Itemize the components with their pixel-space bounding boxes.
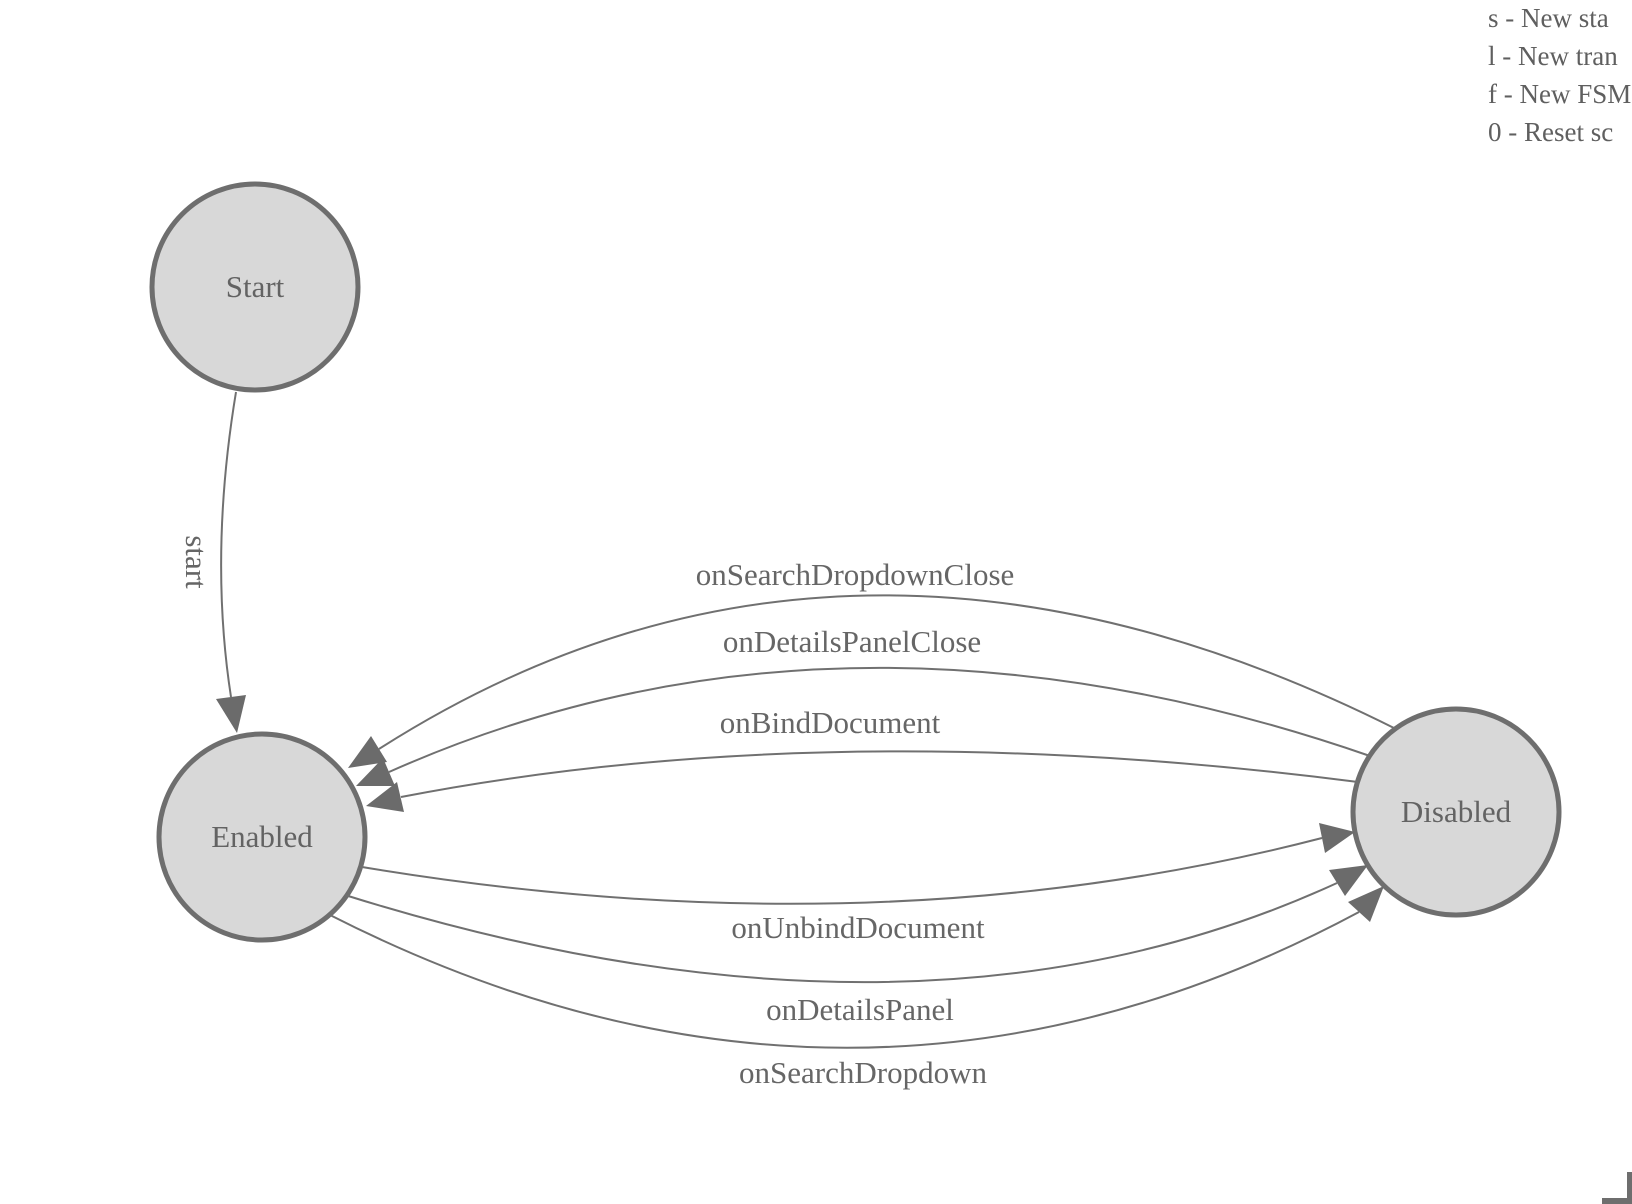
state-label-start: Start bbox=[226, 269, 285, 304]
shortcut-legend: s - New sta l - New tran f - New FSM 0 -… bbox=[1488, 3, 1631, 147]
transition-label-onBindDocument[interactable]: onBindDocument bbox=[720, 705, 941, 740]
transition-label-onSearchDropdownClose[interactable]: onSearchDropdownClose bbox=[696, 557, 1015, 592]
transition-onUnbindDocument: onUnbindDocument bbox=[361, 823, 1355, 945]
edge-arrowhead bbox=[1319, 823, 1355, 853]
edge-arrowhead bbox=[216, 695, 246, 733]
edge-arrowhead bbox=[348, 736, 387, 768]
transition-edge-start[interactable] bbox=[220, 391, 237, 698]
transition-label-start[interactable]: start bbox=[179, 535, 214, 589]
legend-line-new-fsm: f - New FSM bbox=[1488, 79, 1631, 109]
transition-onSearchDropdownClose: onSearchDropdownClose bbox=[348, 557, 1397, 768]
state-label-enabled: Enabled bbox=[211, 819, 313, 854]
edge-arrowhead bbox=[1348, 886, 1384, 922]
edge-arrowhead bbox=[1329, 865, 1368, 896]
state-node-enabled[interactable]: Enabled bbox=[156, 731, 368, 943]
state-label-disabled: Disabled bbox=[1401, 794, 1512, 829]
state-circle-enabled[interactable] bbox=[156, 731, 368, 943]
transition-edge-onDetailsPanel[interactable] bbox=[344, 882, 1338, 984]
transition-edge-onBindDocument[interactable] bbox=[400, 750, 1359, 798]
state-node-disabled[interactable]: Disabled bbox=[1350, 706, 1562, 918]
state-circle-start[interactable] bbox=[149, 181, 361, 393]
transition-onDetailsPanel: onDetailsPanel bbox=[344, 865, 1368, 1027]
corner-widget bbox=[1602, 1172, 1632, 1204]
corner-widget-horizontal-bar bbox=[1602, 1198, 1632, 1204]
transition-start: start bbox=[179, 391, 246, 733]
transition-edge-onSearchDropdownClose[interactable] bbox=[378, 594, 1397, 750]
legend-line-new-transition: l - New tran bbox=[1488, 41, 1618, 71]
transition-edge-onSearchDropdown[interactable] bbox=[329, 911, 1360, 1049]
transition-edge-onUnbindDocument[interactable] bbox=[361, 837, 1323, 905]
state-node-start[interactable]: Start bbox=[149, 181, 361, 393]
edge-arrowhead bbox=[366, 782, 404, 812]
transition-label-onDetailsPanel[interactable]: onDetailsPanel bbox=[766, 992, 954, 1027]
transition-onDetailsPanelClose: onDetailsPanelClose bbox=[356, 624, 1371, 786]
legend-line-new-state: s - New sta bbox=[1488, 3, 1609, 33]
transition-edge-onDetailsPanelClose[interactable] bbox=[388, 666, 1371, 773]
edge-arrowhead bbox=[356, 758, 395, 786]
transition-label-onDetailsPanelClose[interactable]: onDetailsPanelClose bbox=[723, 624, 981, 659]
transition-label-onSearchDropdown[interactable]: onSearchDropdown bbox=[739, 1055, 987, 1090]
transition-label-onUnbindDocument[interactable]: onUnbindDocument bbox=[731, 910, 985, 945]
transition-onBindDocument: onBindDocument bbox=[366, 705, 1359, 812]
state-circle-disabled[interactable] bbox=[1350, 706, 1562, 918]
legend-line-reset: 0 - Reset sc bbox=[1488, 117, 1613, 147]
corner-widget-vertical-bar bbox=[1627, 1172, 1632, 1204]
transition-onSearchDropdown: onSearchDropdown bbox=[329, 886, 1384, 1090]
